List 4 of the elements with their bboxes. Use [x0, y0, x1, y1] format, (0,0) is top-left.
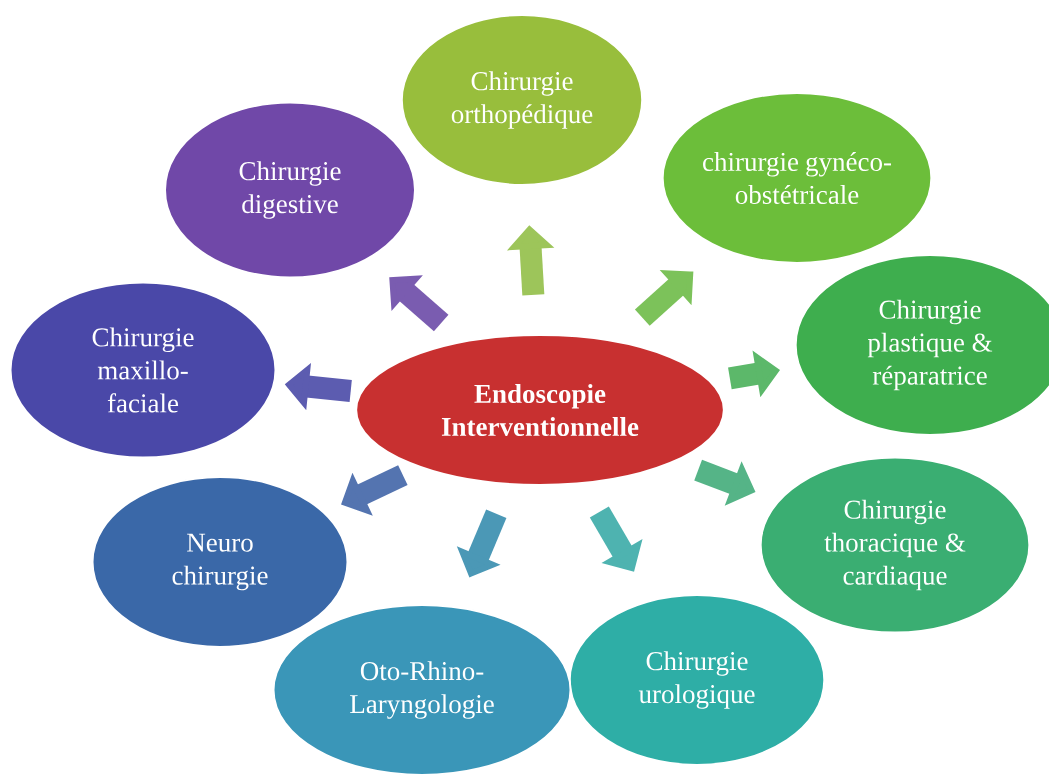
block-arrow — [389, 275, 449, 332]
block-arrow — [634, 269, 694, 326]
block-arrow — [589, 506, 643, 572]
block-arrow — [341, 465, 408, 516]
